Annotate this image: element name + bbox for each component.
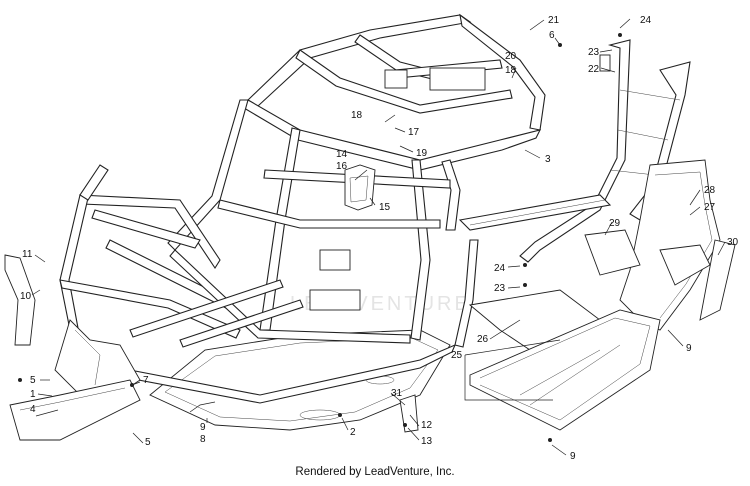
callout-25: 25 [451, 350, 463, 361]
callout-3: 3 [545, 154, 551, 165]
callout-9b: 9 [686, 343, 692, 354]
render-credit: Rendered by LeadVenture, Inc. [295, 466, 455, 478]
callout-26: 26 [477, 334, 489, 345]
rear-body-panel [584, 159, 736, 331]
callout-27: 27 [704, 202, 716, 213]
callout-17: 17 [408, 127, 420, 138]
callout-12: 12 [421, 420, 433, 431]
callout-2: 2 [350, 427, 356, 438]
small-brackets [399, 394, 419, 433]
callout-22: 22 [588, 64, 600, 75]
callout-30: 30 [727, 237, 739, 248]
leader-lines [31, 18, 726, 456]
callout-5a: 5 [30, 375, 36, 386]
callout-7: 7 [143, 375, 149, 386]
callout-31: 31 [391, 388, 403, 399]
callout-24b: 24 [494, 263, 506, 274]
callout-9a: 9 [200, 422, 206, 433]
callout-18a: 18 [351, 110, 363, 121]
callout-21: 21 [548, 15, 560, 26]
callout-11: 11 [22, 249, 33, 260]
callout-6: 6 [549, 30, 555, 41]
callout-8: 8 [200, 434, 206, 445]
callout-15: 15 [379, 202, 391, 213]
front-skid [9, 379, 141, 441]
callout-10: 10 [20, 291, 32, 302]
callout-24a: 24 [640, 15, 652, 26]
callout-14: 14 [336, 149, 348, 160]
callout-16: 16 [336, 161, 348, 172]
callout-23a: 23 [588, 47, 600, 58]
callout-23b: 23 [494, 283, 506, 294]
callout-1: 1 [30, 389, 36, 400]
side-bracket-left [4, 254, 36, 346]
callout-19: 19 [416, 148, 428, 159]
floor-pan [149, 329, 451, 431]
callout-18b: 18 [505, 65, 517, 76]
callout-9c: 9 [570, 451, 576, 462]
callout-29: 29 [609, 218, 621, 229]
callouts: 1 2 3 4 5 5 6 7 8 9 9 9 10 11 12 13 14 1… [20, 15, 739, 462]
bolts [18, 33, 622, 442]
callout-28: 28 [704, 185, 716, 196]
callout-4: 4 [30, 404, 36, 415]
callout-5b: 5 [145, 437, 151, 448]
frame-cage [54, 13, 546, 404]
callout-13: 13 [421, 436, 433, 447]
callout-20: 20 [505, 51, 517, 62]
